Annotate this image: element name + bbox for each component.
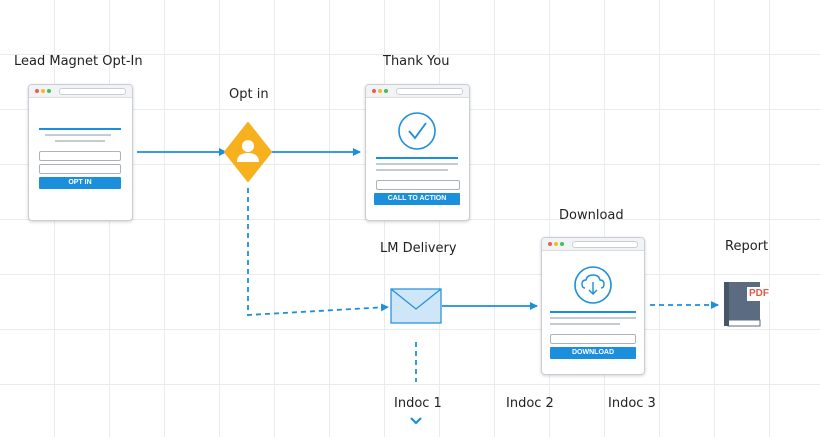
report-label: Report	[725, 239, 769, 254]
call-to-action-button[interactable]: CALL TO ACTION	[374, 193, 460, 205]
download-label: Download	[559, 208, 624, 223]
lm-delivery-label: LM Delivery	[380, 241, 457, 256]
cta-field[interactable]	[376, 180, 460, 190]
lead-magnet-page[interactable]: OPT IN	[28, 84, 133, 221]
download-button[interactable]: DOWNLOAD	[550, 347, 636, 359]
email-field[interactable]	[39, 164, 121, 174]
pdf-badge: PDF	[749, 288, 769, 299]
browser-bar	[29, 85, 132, 98]
chevron-down-icon	[410, 417, 422, 425]
download-field[interactable]	[550, 334, 636, 344]
indoc-2-label: Indoc 2	[506, 396, 554, 411]
download-page[interactable]: DOWNLOAD	[541, 237, 645, 375]
browser-bar	[366, 85, 469, 98]
opt-in-node[interactable]	[224, 122, 272, 182]
browser-bar	[542, 238, 644, 251]
thank-you-page[interactable]: CALL TO ACTION	[365, 84, 470, 221]
check-circle-icon	[398, 112, 436, 150]
pdf-book-icon[interactable]	[720, 278, 772, 330]
indoc-3-label: Indoc 3	[608, 396, 656, 411]
opt-in-button[interactable]: OPT IN	[39, 177, 121, 189]
name-field[interactable]	[39, 151, 121, 161]
cloud-download-icon	[574, 266, 612, 304]
opt-in-label: Opt in	[229, 87, 269, 102]
envelope-icon[interactable]	[390, 288, 442, 324]
thank-you-label: Thank You	[383, 54, 450, 69]
indoc-1-label: Indoc 1	[394, 396, 442, 411]
lead-magnet-label: Lead Magnet Opt-In	[14, 54, 143, 69]
user-icon	[237, 140, 259, 162]
dashed-arrow-optin-to-lmdelivery	[247, 188, 389, 316]
